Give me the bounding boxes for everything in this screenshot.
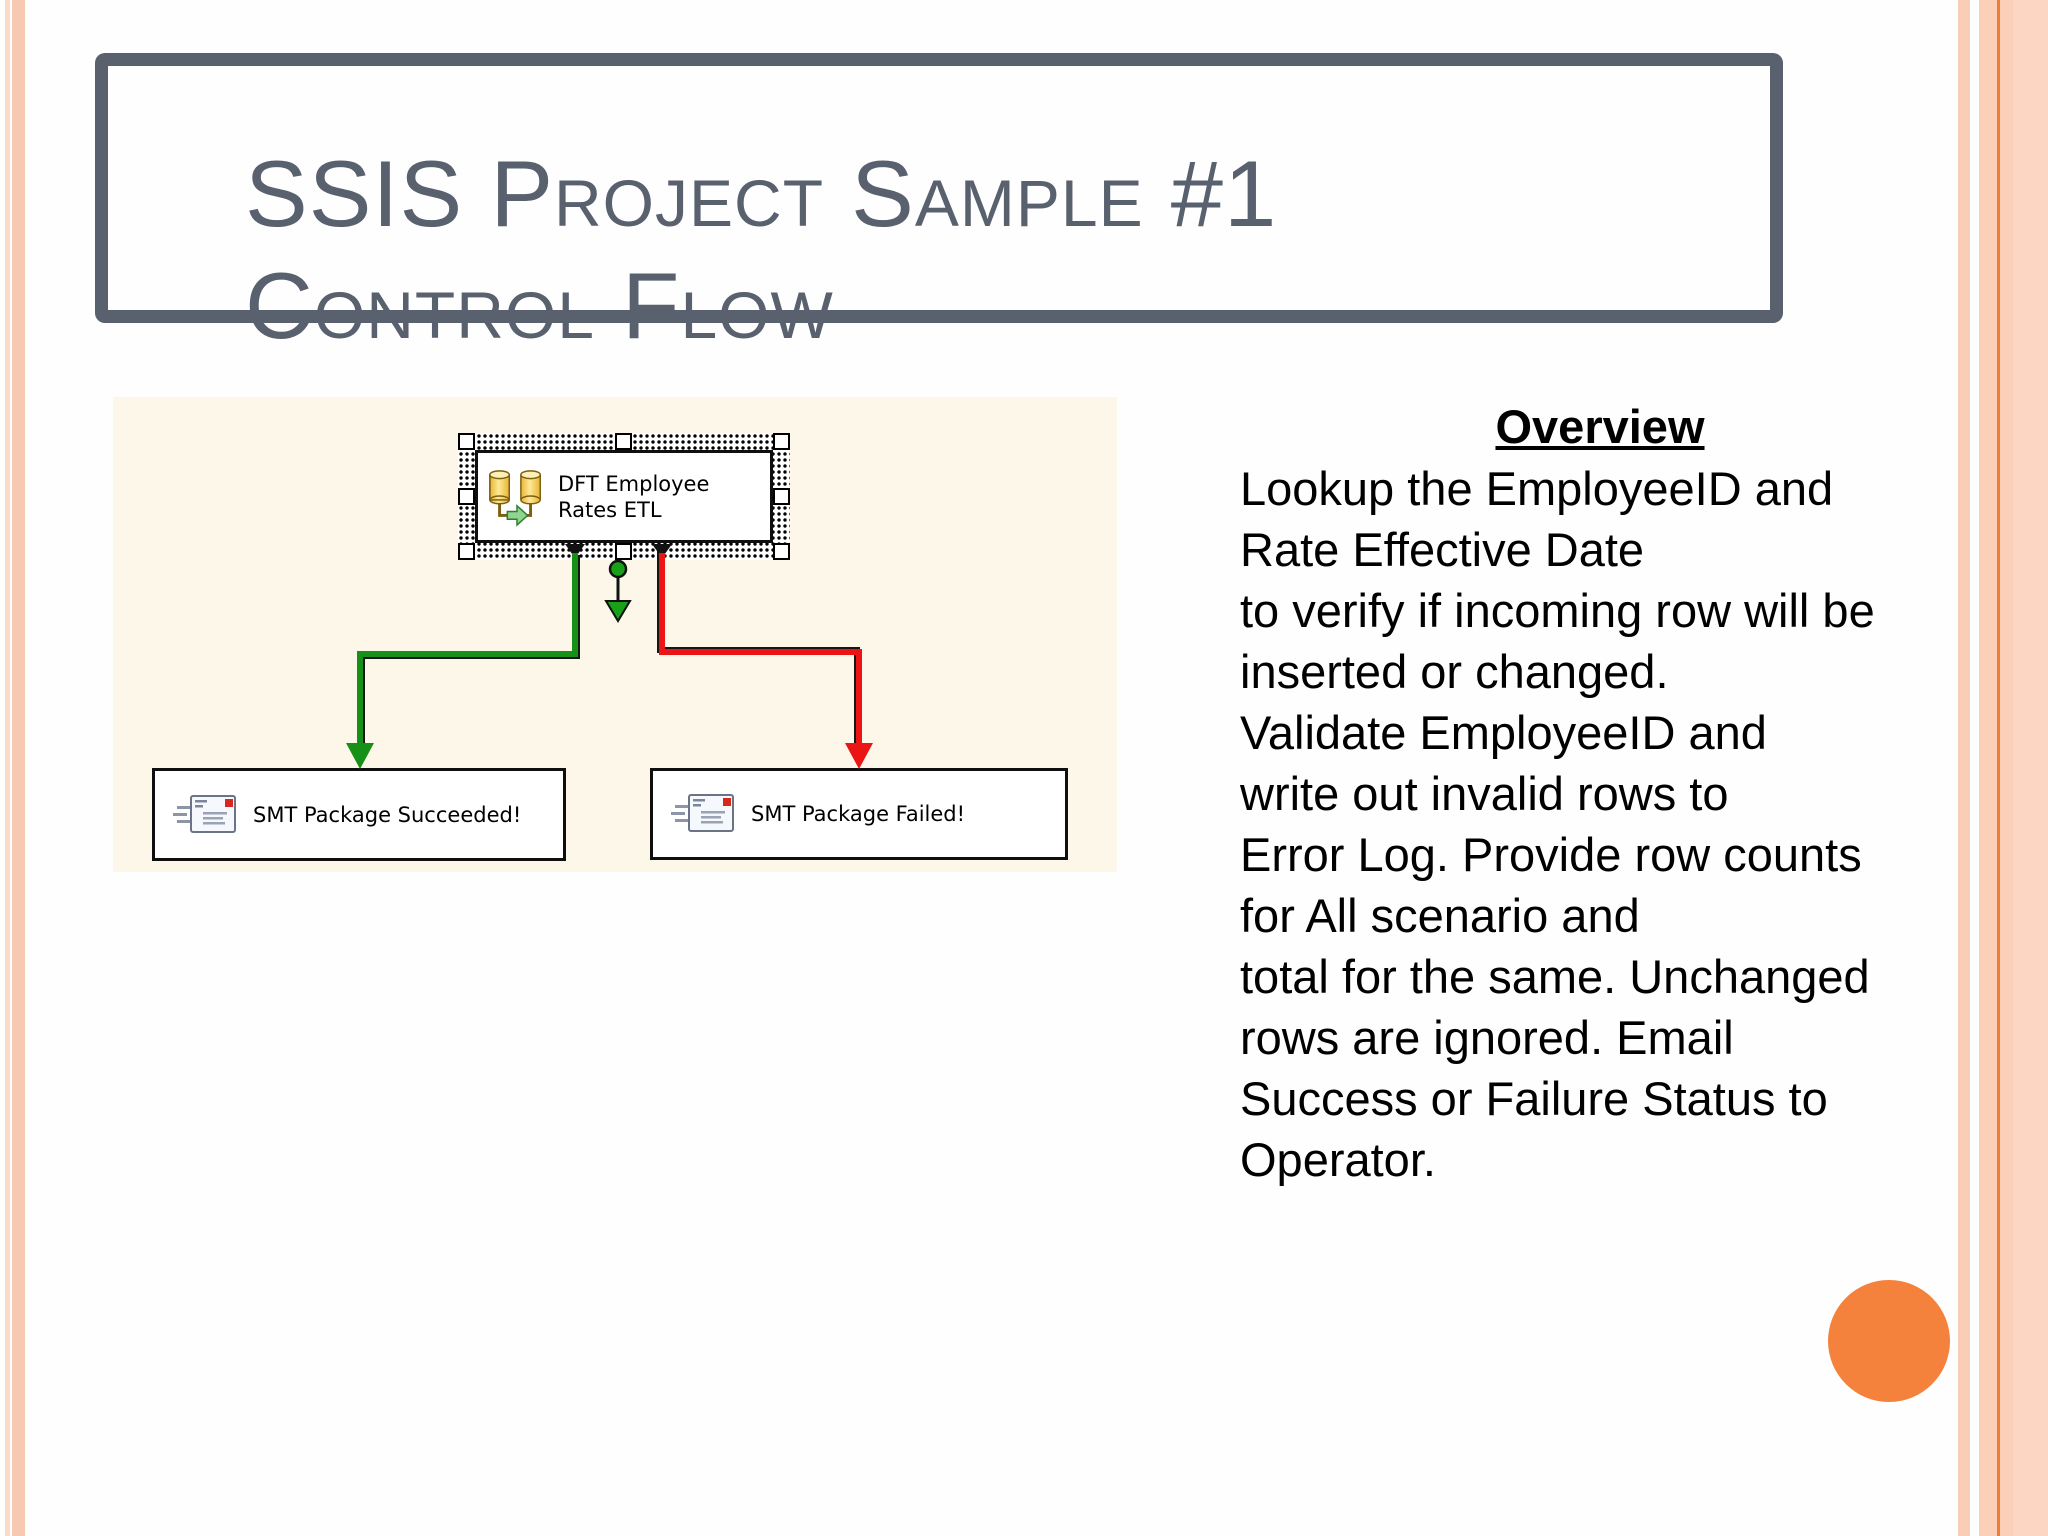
task-label-line-1: DFT Employee: [558, 471, 710, 496]
resize-handle-top-left[interactable]: [458, 433, 475, 450]
task-label: SMT Package Failed!: [751, 802, 966, 826]
overview-line: total for the same. Unchanged: [1240, 950, 1870, 1003]
right-stripe-outer: [2013, 0, 2048, 1536]
resize-handle-top-center[interactable]: [615, 433, 632, 450]
title-line-1: SSIS Project Sample #1: [245, 141, 1278, 246]
overview-line: Success or Failure Status to: [1240, 1072, 1828, 1125]
title-box: SSIS Project Sample #1 Control Flow: [95, 53, 1783, 358]
resize-handle-mid-right[interactable]: [773, 488, 790, 505]
resize-handle-bottom-center[interactable]: [615, 543, 632, 560]
overview-line: inserted or changed.: [1240, 645, 1669, 698]
failure-connector-arrowhead: [845, 743, 873, 769]
title-line-2: Control Flow: [245, 253, 834, 358]
overview-line: Error Log. Provide row counts: [1240, 828, 1862, 881]
task-smt-package-succeeded[interactable]: SMT Package Succeeded!: [152, 768, 566, 861]
task-label: SMT Package Succeeded!: [253, 802, 522, 827]
overview-line: to verify if incoming row will be: [1240, 584, 1875, 637]
overview-heading: Overview: [1495, 400, 1705, 453]
overview-section: Overview Lookup the EmployeeID and Rate …: [1240, 398, 1960, 1190]
failure-connector-shadow: [657, 551, 860, 743]
email-icon: [173, 794, 236, 833]
overview-line: Lookup the EmployeeID and: [1240, 462, 1834, 515]
right-stripe-thin: [1958, 0, 1970, 1536]
task-smt-package-failed[interactable]: SMT Package Failed!: [650, 768, 1068, 860]
resize-handle-bottom-right[interactable]: [773, 543, 790, 560]
left-stripe-thin: [5, 0, 10, 1536]
slide-title: SSIS Project Sample #1 Control Flow: [245, 138, 1277, 362]
left-stripe-wide: [12, 0, 25, 1536]
overview-line: rows are ignored. Email: [1240, 1011, 1734, 1064]
email-icon: [671, 794, 734, 832]
resize-handle-bottom-left[interactable]: [458, 543, 475, 560]
overview-line: Rate Effective Date: [1240, 523, 1645, 576]
overview-line: Validate EmployeeID and: [1240, 706, 1767, 759]
success-connector-arrowhead: [346, 743, 374, 769]
success-connector[interactable]: [357, 553, 578, 744]
task-label-line-2: Rates ETL: [558, 497, 662, 522]
resize-handle-mid-left[interactable]: [458, 488, 475, 505]
success-connector-shadow: [359, 555, 580, 743]
data-flow-cylinders-icon: [489, 469, 541, 527]
resize-handle-top-right[interactable]: [773, 433, 790, 450]
new-connector-arrow-icon[interactable]: [604, 559, 632, 623]
right-stripe-accent-line: [1997, 0, 2000, 1536]
task-label: DFT Employee Rates ETL: [558, 471, 709, 523]
overview-line: Operator.: [1240, 1133, 1436, 1186]
overview-line: for All scenario and: [1240, 889, 1640, 942]
overview-line: write out invalid rows to: [1240, 767, 1729, 820]
success-connector-notch: [565, 544, 585, 558]
accent-circle: [1828, 1280, 1950, 1402]
right-stripe-band: [1979, 0, 2048, 1536]
connectors-layer: [346, 544, 873, 769]
control-flow-panel: DFT Employee Rates ETL: [113, 397, 1117, 872]
task-dft-employee-rates-etl[interactable]: DFT Employee Rates ETL: [475, 450, 773, 543]
failure-connector[interactable]: [659, 553, 862, 744]
